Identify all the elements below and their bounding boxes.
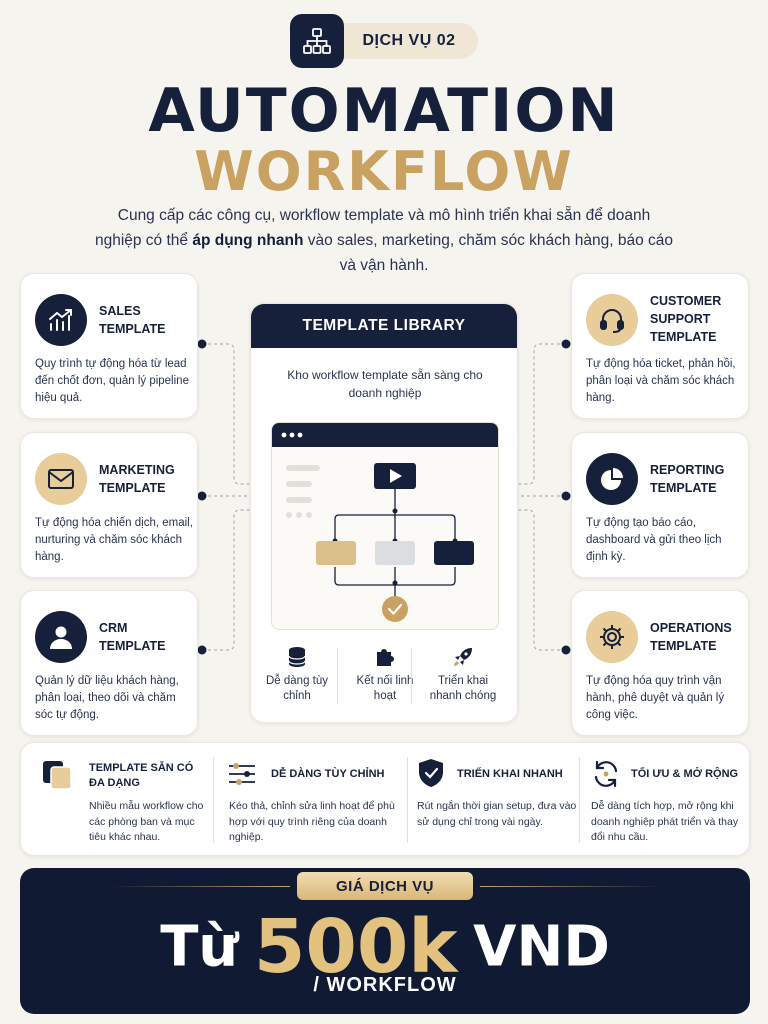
feature-fast-deploy: Triển khai nhanh chóng <box>421 646 505 704</box>
card-title: CUSTOMER SUPPORT TEMPLATE <box>650 294 722 344</box>
price-value: Từ 500k VND <box>20 904 750 990</box>
benefit-optimize-scale: TỐI ƯU & MỞ RỘNG Dễ dàng tích hợp, mở rộ… <box>591 743 751 857</box>
divider <box>579 757 580 843</box>
service-badge: DỊCH VỤ 02 <box>0 14 768 68</box>
card-title: SALES TEMPLATE <box>99 304 166 336</box>
benefit-fast-deploy: TRIỂN KHAI NHANH Rút ngắn thời gian setu… <box>417 743 583 857</box>
benefit-templates: TEMPLATE SẴN CÓ ĐA DẠNG Nhiều mẫu workfl… <box>41 743 207 857</box>
intro-text: Cung cấp các công cụ, workflow template … <box>94 207 674 274</box>
feature-flexible-connect: Kết nối linh hoạt <box>347 646 423 704</box>
card-crm-template[interactable]: CRM TEMPLATE Quản lý dữ liệu khách hàng,… <box>20 590 198 736</box>
title-workflow: WORKFLOW <box>194 140 574 203</box>
card-title: CRM TEMPLATE <box>99 621 166 653</box>
chart-growth-icon <box>35 294 87 346</box>
card-sales-template[interactable]: SALES TEMPLATE Quy trình tự động hóa từ … <box>20 273 198 419</box>
card-desc: Tự động hóa ticket, phản hồi, phân loại … <box>586 358 736 404</box>
card-reporting-template[interactable]: REPORTING TEMPLATE Tự động tạo báo cáo, … <box>571 432 749 578</box>
sliders-icon <box>227 761 257 792</box>
library-title: TEMPLATE LIBRARY <box>251 304 517 348</box>
service-badge-label: DỊCH VỤ 02 <box>330 23 478 59</box>
intro-highlight: áp dụng nhanh <box>192 232 304 249</box>
rocket-icon <box>454 648 472 666</box>
card-title: MARKETING TEMPLATE <box>99 463 175 495</box>
feature-easy-customize: Dễ dàng tùy chỉnh <box>259 646 335 704</box>
card-desc: Tự động tạo báo cáo, dashboard và gửi th… <box>586 517 722 563</box>
divider <box>411 648 412 704</box>
template-library-panel: TEMPLATE LIBRARY Kho workflow template s… <box>250 303 518 723</box>
title-automation: AUTOMATION <box>148 76 620 146</box>
decorative-line <box>110 886 290 887</box>
window-titlebar <box>272 423 498 447</box>
workflow-preview-window <box>271 422 499 630</box>
price-banner: GIÁ DỊCH VỤ Từ 500k VND / WORKFLOW <box>20 868 750 1014</box>
card-desc: Quy trình tự động hóa từ lead đến chốt đ… <box>35 358 189 404</box>
price-prefix: Từ <box>160 914 239 980</box>
headset-icon <box>586 294 638 346</box>
workflow-diagram <box>286 463 474 622</box>
benefit-customize: DỄ DÀNG TÙY CHỈNH Kéo thả, chỉnh sửa lin… <box>227 743 407 857</box>
gear-icon <box>586 611 638 663</box>
library-subtitle: Kho workflow template sẵn sàng cho doanh… <box>287 368 483 400</box>
card-operations-template[interactable]: OPERATIONS TEMPLATE Tự động hóa quy trìn… <box>571 590 749 736</box>
price-amount: 500k <box>253 904 458 990</box>
card-desc: Quản lý dữ liệu khách hàng, phân loại, t… <box>35 675 179 721</box>
card-title: REPORTING TEMPLATE <box>650 463 725 495</box>
card-marketing-template[interactable]: MARKETING TEMPLATE Tự động hóa chiến dịc… <box>20 432 198 578</box>
card-title: OPERATIONS TEMPLATE <box>650 621 732 653</box>
sitemap-icon <box>290 14 345 68</box>
templates-icon <box>41 759 75 796</box>
shield-check-icon <box>417 757 445 794</box>
price-label: GIÁ DỊCH VỤ <box>297 872 473 900</box>
card-customer-support-template[interactable]: CUSTOMER SUPPORT TEMPLATE Tự động hóa ti… <box>571 273 749 419</box>
card-desc: Tự động hóa quy trình vận hành, phê duyệ… <box>586 675 725 721</box>
price-unit: / WORKFLOW <box>313 974 457 996</box>
divider <box>407 757 408 843</box>
pie-chart-icon <box>586 453 638 505</box>
puzzle-icon <box>377 649 394 666</box>
envelope-icon <box>35 453 87 505</box>
user-icon <box>35 611 87 663</box>
divider <box>337 648 338 704</box>
database-icon <box>288 647 306 667</box>
divider <box>213 757 214 843</box>
decorative-line <box>480 886 660 887</box>
benefits-strip: TEMPLATE SẴN CÓ ĐA DẠNG Nhiều mẫu workfl… <box>20 742 750 856</box>
window-dots-icon <box>281 432 303 438</box>
refresh-icon <box>591 759 621 794</box>
card-desc: Tự động hóa chiến dịch, email, nurturing… <box>35 517 193 563</box>
price-currency: VND <box>473 914 610 980</box>
